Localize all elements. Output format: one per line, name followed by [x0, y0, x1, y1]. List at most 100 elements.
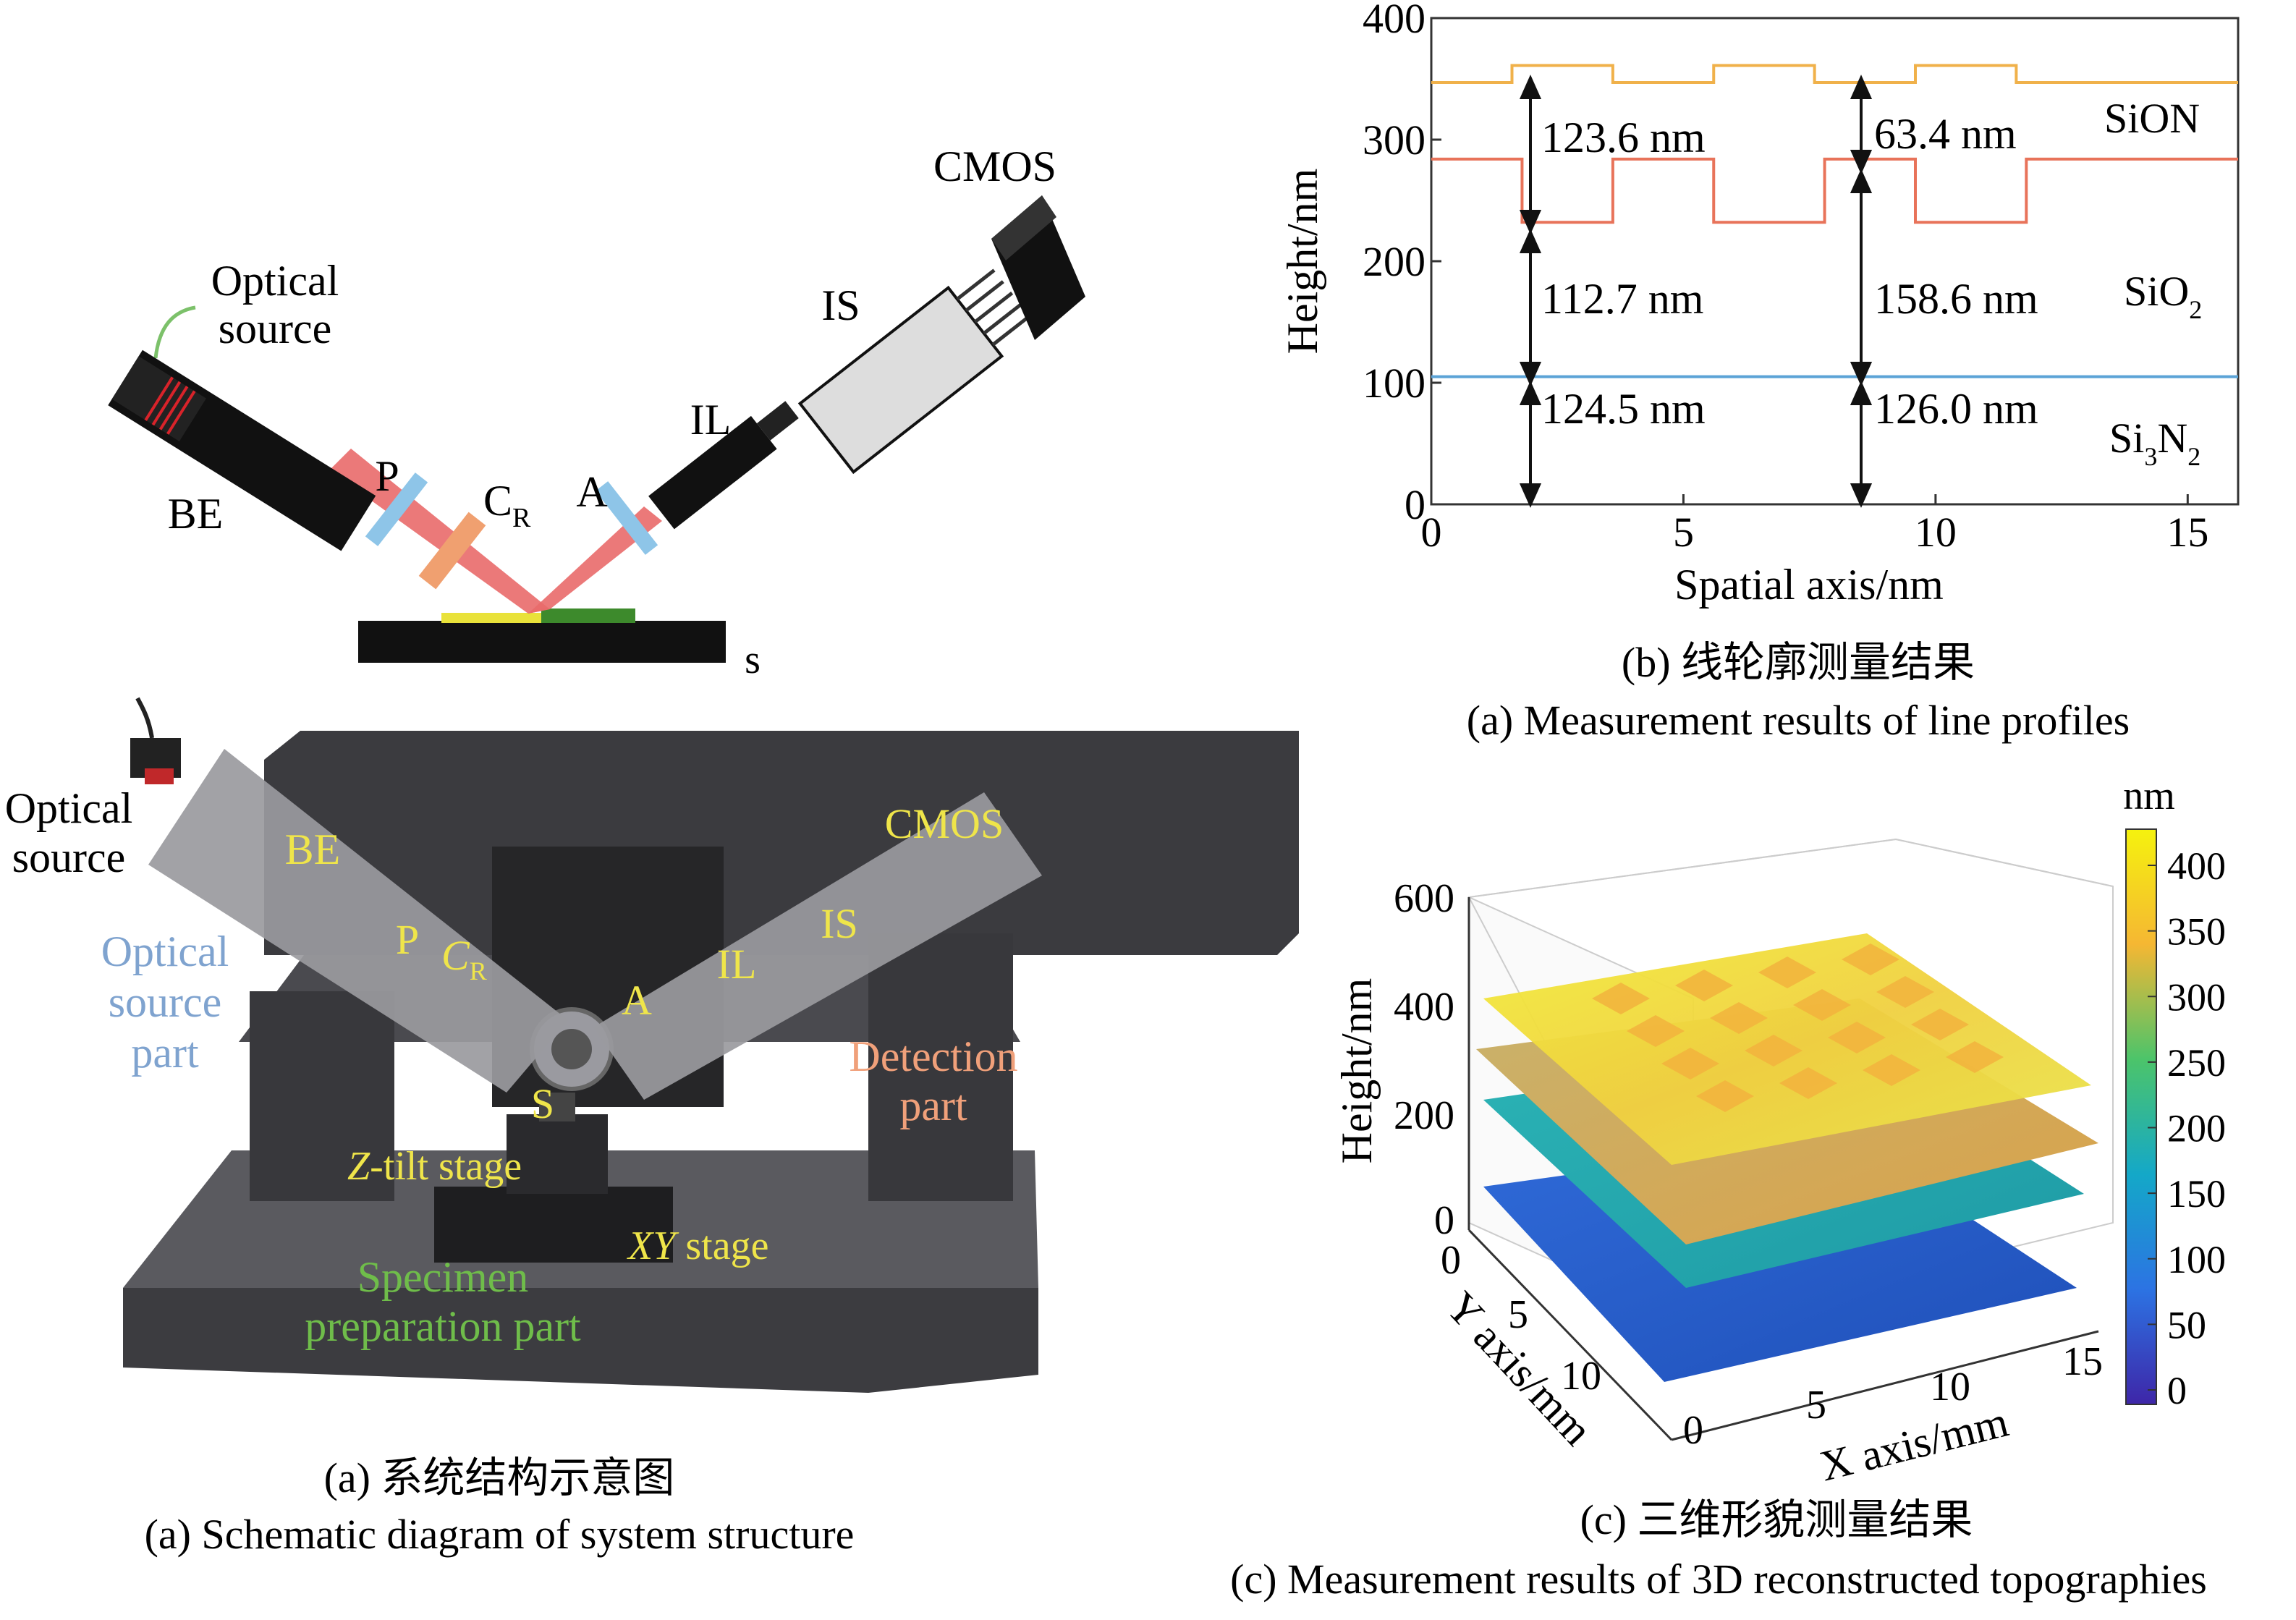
- label-il: IL: [690, 396, 732, 444]
- surface-pit: [1758, 957, 1816, 988]
- y-tick-label: 200: [1363, 238, 1426, 285]
- y-tick-label: 400: [1363, 0, 1426, 42]
- render-xy-stage: [434, 1187, 673, 1263]
- render-label-s: S: [531, 1080, 554, 1127]
- render-label-optical-source-1: Optical: [5, 784, 133, 832]
- plot-series: [1431, 64, 2238, 378]
- label-cr: CR: [483, 477, 531, 533]
- render-label-il: IL: [717, 941, 757, 988]
- plot-ticks: 0 5 10 15 0 100 200 300 400: [1363, 0, 2208, 556]
- panel-c-3d: 0 200 400 600 Height/nm 0 5 10 Y axis/mm…: [1333, 773, 2226, 1490]
- label-optical-source-1: Optical: [211, 257, 339, 305]
- annotation-d2: 63.4 nm: [1874, 110, 2017, 158]
- label-sio2: SiO2: [2124, 268, 2202, 324]
- colorbar-tick-label: 150: [2167, 1172, 2226, 1216]
- z-axis-label: Height/nm: [1333, 978, 1381, 1164]
- render-ztilt-stage: [507, 1114, 608, 1194]
- label-s: s: [745, 637, 761, 682]
- analyzer: [595, 481, 658, 555]
- surface-pit: [1863, 1054, 1920, 1086]
- render-label-a: A: [622, 977, 652, 1024]
- x-tick-label: 10: [1915, 509, 1957, 556]
- render-label-ztilt: Z-tilt stage: [347, 1144, 522, 1189]
- colorbar-tick-label: 100: [2167, 1238, 2226, 1281]
- y-tick-0: 0: [1441, 1238, 1461, 1283]
- render-base-front: [123, 1288, 1038, 1393]
- render-label-osp-2: source: [109, 978, 222, 1026]
- surface-pit: [1696, 1080, 1754, 1112]
- render-label-optical-source-2: source: [12, 834, 126, 881]
- render-label-p: P: [396, 916, 419, 963]
- y-tick-5: 5: [1508, 1292, 1528, 1337]
- z-tick-600: 600: [1394, 876, 1454, 921]
- polarizer: [365, 472, 428, 546]
- series-line-sion: [1431, 64, 2238, 85]
- y-tick-label: 0: [1405, 481, 1426, 528]
- label-si3n2: Si3N2: [2109, 415, 2200, 471]
- colorbar-tick-label: 250: [2167, 1041, 2226, 1085]
- y-tick-10: 10: [1561, 1354, 1601, 1399]
- colorbar-tick-label: 300: [2167, 975, 2226, 1019]
- x-tick-label: 0: [1421, 509, 1442, 556]
- annotation-d4: 158.6 nm: [1874, 275, 2038, 323]
- y-tick-label: 300: [1363, 116, 1426, 164]
- colorbar: [2125, 828, 2157, 1405]
- panel-a-schematic: Optical source CMOS IS IL BE P CR A s: [108, 143, 1085, 682]
- colorbar-tick-label: 200: [2167, 1107, 2226, 1150]
- specimen-base: [358, 621, 726, 663]
- panel-c-caption-en: (c) Measurement results of 3D reconstruc…: [1230, 1556, 2207, 1603]
- x-tick-label: 15: [2166, 509, 2208, 556]
- surface-pit: [1675, 970, 1733, 1001]
- surface-features: [1592, 943, 2004, 1112]
- y-axis-label: Height/nm: [1279, 169, 1326, 355]
- render-label-det-1: Detection: [849, 1032, 1017, 1080]
- render-label-cr: CR: [441, 932, 487, 985]
- colorbar-unit: nm: [2123, 773, 2175, 818]
- surface-pit: [1745, 1035, 1803, 1066]
- surface-pit: [1946, 1041, 2004, 1073]
- render-label-spec-2: preparation part: [305, 1302, 581, 1350]
- annotation-d6: 126.0 nm: [1874, 385, 2038, 433]
- z-tick-0: 0: [1434, 1198, 1454, 1243]
- annotation-d5: 124.5 nm: [1541, 385, 1706, 433]
- surface-pit: [1842, 943, 1899, 975]
- surface-pit: [1661, 1048, 1719, 1080]
- label-a: A: [576, 468, 607, 516]
- surface-pit: [1592, 983, 1650, 1014]
- render-label-is: IS: [821, 900, 858, 947]
- annotation-d3: 112.7 nm: [1541, 275, 1703, 323]
- reflected-beam: [528, 506, 662, 614]
- render-source-arm: [148, 749, 568, 1093]
- colorbar-tick-label: 50: [2167, 1303, 2206, 1347]
- label-p: P: [375, 452, 399, 500]
- x-axis-label: Spatial axis/nm: [1674, 561, 1944, 608]
- render-right-leg: [868, 933, 1013, 1201]
- surface-pit: [1779, 1067, 1837, 1099]
- label-optical-source-2: source: [219, 305, 332, 352]
- specimen-green: [541, 608, 635, 623]
- render-label-det-2: part: [899, 1082, 967, 1129]
- label-sion: SiON: [2104, 95, 2200, 142]
- annotation-d1: 123.6 nm: [1541, 114, 1706, 161]
- render-label-xy: XY stage: [627, 1224, 768, 1268]
- x-axis-label-3d: X axis/mm: [1816, 1398, 2013, 1490]
- plot-gridlines: [1430, 17, 2189, 506]
- panel-a-caption-en: (a) Schematic diagram of system structur…: [145, 1511, 855, 1558]
- render-label-osp-3: part: [131, 1029, 199, 1077]
- y-tick-label: 100: [1363, 360, 1426, 407]
- specimen-yellow: [441, 613, 541, 623]
- x-tick-5: 5: [1806, 1383, 1826, 1428]
- panel-c-caption-cn: (c) 三维形貌测量结果: [1580, 1496, 1973, 1543]
- surface-pit: [1828, 1022, 1886, 1053]
- render-label-be: BE: [285, 826, 341, 873]
- render-label-spec-1: Specimen: [357, 1253, 529, 1301]
- x-tick-label: 5: [1673, 509, 1694, 556]
- surface-pit: [1627, 1015, 1685, 1047]
- surface-pit: [1793, 989, 1851, 1021]
- source-cable: [153, 305, 196, 359]
- render-label-osp-1: Optical: [101, 928, 229, 975]
- render-detect-arm: [593, 792, 1042, 1100]
- series-line-sio2: [1431, 157, 2238, 224]
